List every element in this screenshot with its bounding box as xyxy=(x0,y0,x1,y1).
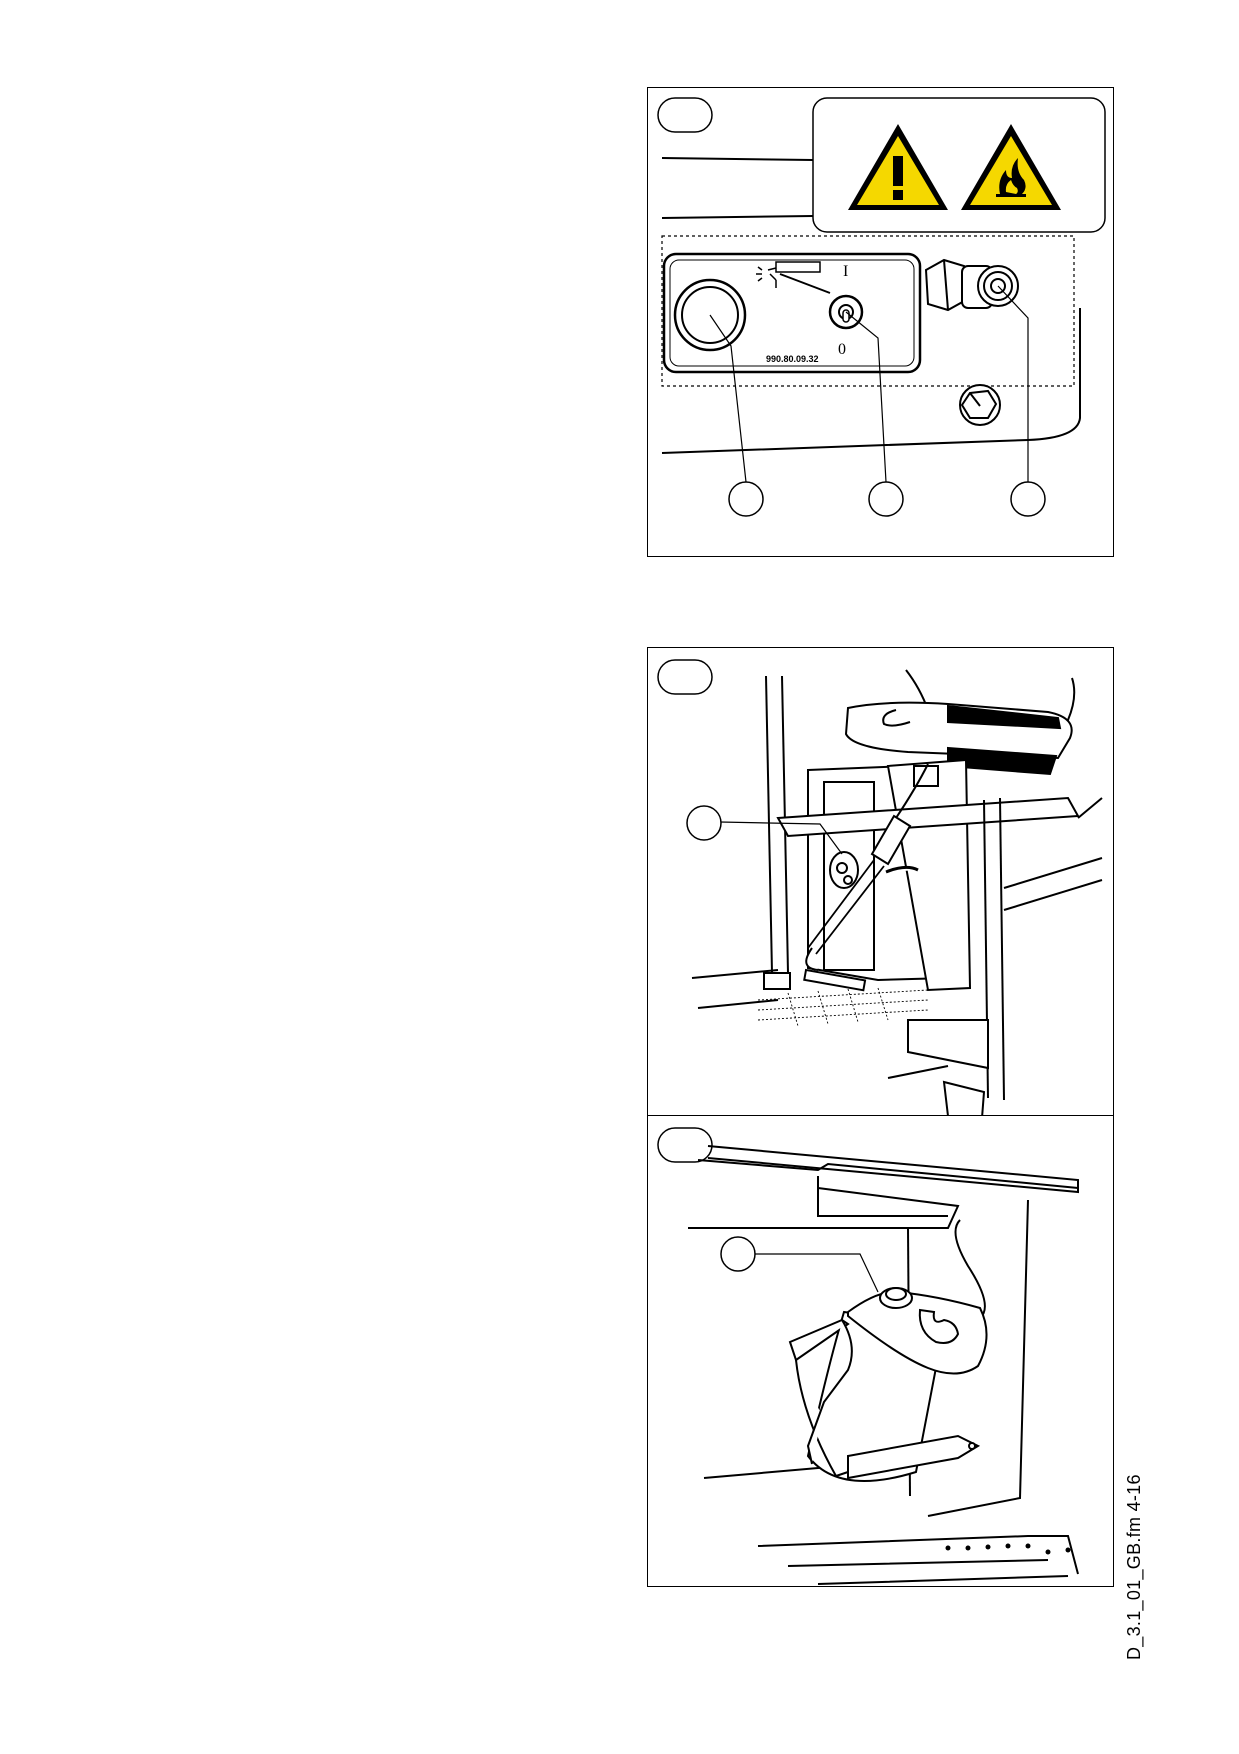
quick-coupling xyxy=(924,258,1019,312)
figure-1-panel: I 0 990.80.09.32 xyxy=(647,87,1114,557)
hex-nut xyxy=(959,384,1001,426)
figure-2-panel xyxy=(647,647,1114,1117)
mesh-grid xyxy=(757,987,929,1027)
spray-lance xyxy=(803,763,929,992)
flammable-fire-icon xyxy=(961,124,1061,210)
figure-number-oval xyxy=(657,1127,713,1163)
figure-2-illustration xyxy=(657,659,1103,1115)
figure-3-panel xyxy=(647,1115,1114,1587)
figure-number-oval xyxy=(657,97,713,133)
callout-circle xyxy=(868,481,904,517)
callout-circle xyxy=(686,805,722,841)
seat xyxy=(844,669,1076,776)
callout-circle xyxy=(728,481,764,517)
figure-3-illustration xyxy=(657,1127,1079,1585)
canister xyxy=(788,1287,988,1482)
spray-gun-symbol-icon xyxy=(756,261,831,294)
nozzle-holder xyxy=(829,851,859,889)
file-reference-footer: D_3.1_01_GB.fm 4-16 xyxy=(1124,1474,1144,1660)
plate-code-text: 990.80.09.32 xyxy=(766,354,819,364)
warning-label-panel xyxy=(812,97,1106,233)
dashed-outline xyxy=(661,235,1075,387)
rail-holes xyxy=(945,1543,1071,1555)
switch-off-label: 0 xyxy=(838,341,846,358)
figure-1-illustration: I 0 990.80.09.32 xyxy=(657,97,1106,517)
callout-circle xyxy=(720,1236,756,1272)
warning-exclamation-icon xyxy=(848,124,948,210)
switch-on-label: I xyxy=(843,263,848,280)
callout-circle xyxy=(1010,481,1046,517)
figure-number-oval xyxy=(657,659,713,695)
